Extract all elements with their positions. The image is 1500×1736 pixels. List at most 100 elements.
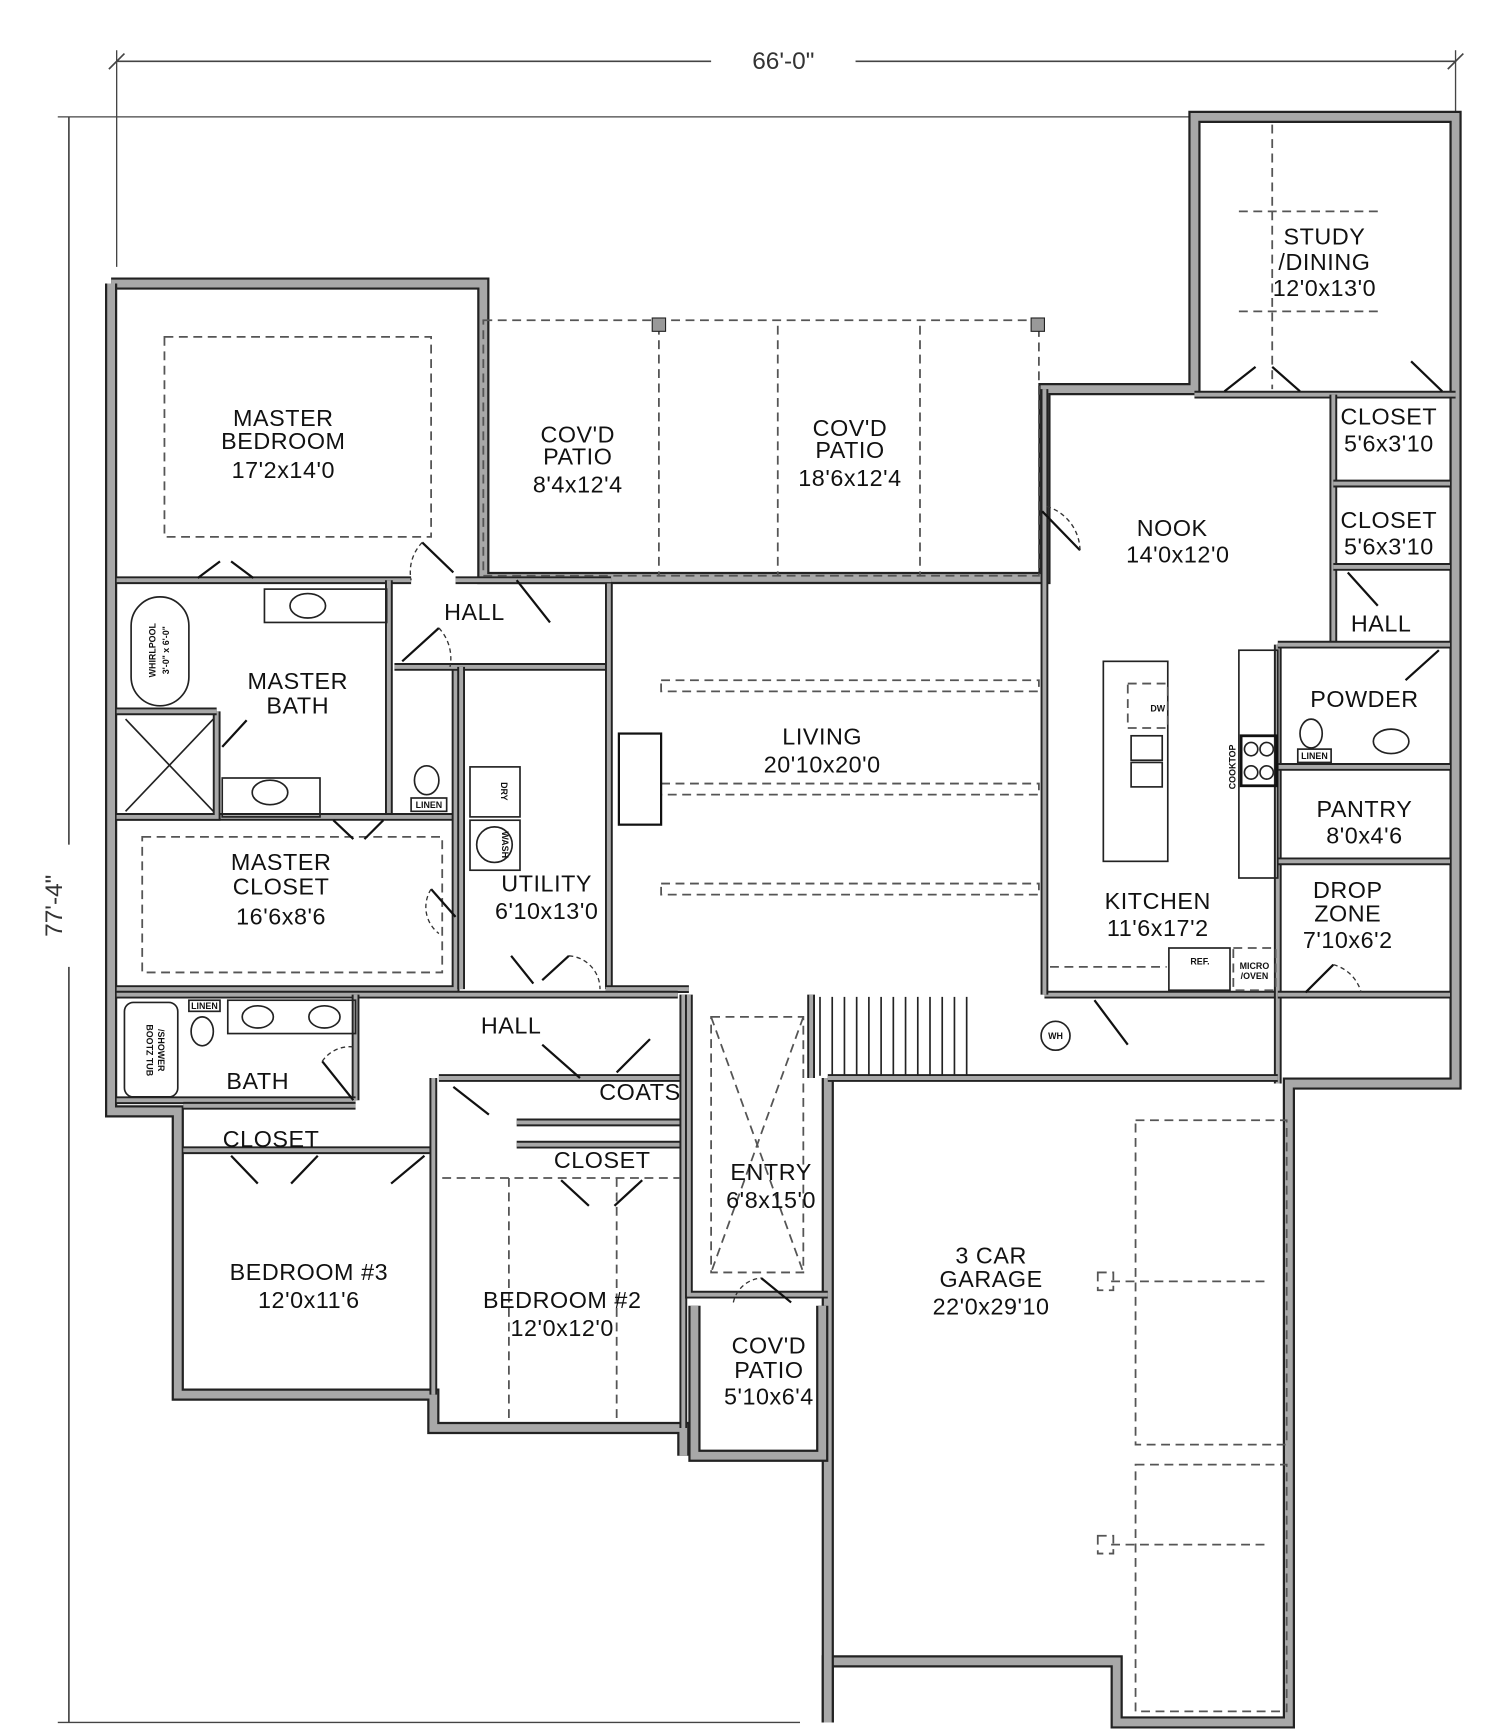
- svg-text:12'0x11'6: 12'0x11'6: [258, 1287, 360, 1313]
- svg-text:6'8x15'0: 6'8x15'0: [726, 1187, 816, 1213]
- svg-text:COV'D: COV'D: [813, 415, 888, 441]
- wh-label: WH: [1048, 1031, 1063, 1041]
- dimension-width: 66'-0": [108, 44, 1464, 267]
- svg-text:LIVING: LIVING: [782, 724, 862, 750]
- svg-text:MASTER: MASTER: [233, 405, 334, 431]
- wall-fill: [690, 1305, 827, 1460]
- svg-text:3 CAR: 3 CAR: [955, 1243, 1027, 1269]
- wash-label: WASH: [500, 831, 510, 858]
- svg-text:/DINING: /DINING: [1278, 249, 1370, 275]
- dw-label: DW: [1150, 703, 1165, 713]
- room-closet-b3: CLOSET: [223, 1126, 320, 1152]
- svg-text:17'2x14'0: 17'2x14'0: [232, 457, 335, 483]
- oven-label: /OVEN: [1241, 971, 1269, 981]
- svg-text:COV'D: COV'D: [540, 421, 615, 447]
- svg-text:18'6x12'4: 18'6x12'4: [798, 465, 901, 491]
- refrigerator: [1168, 947, 1231, 992]
- dry-label: DRY: [499, 782, 509, 800]
- svg-text:5'6x3'10: 5'6x3'10: [1344, 430, 1434, 456]
- microwave-oven: [1232, 947, 1277, 992]
- dishwasher: [1126, 682, 1169, 729]
- svg-text:22'0x29'10: 22'0x29'10: [933, 1294, 1050, 1320]
- room-closet-b2: CLOSET: [554, 1147, 651, 1173]
- svg-text:20'10x20'0: 20'10x20'0: [764, 751, 881, 777]
- svg-text:BATH: BATH: [266, 693, 329, 719]
- svg-text:CLOSET: CLOSET: [1341, 404, 1438, 430]
- sink-basin: [1130, 761, 1164, 788]
- tub-label-2: /SHOWER: [156, 1029, 166, 1072]
- walls: [105, 110, 1462, 1729]
- room-hall-top: HALL: [444, 599, 505, 625]
- svg-text:CLOSET: CLOSET: [1341, 507, 1438, 533]
- ref-label: REF.: [1190, 957, 1209, 967]
- whirlpool-size: 3'-0" x 6'-0": [161, 626, 171, 674]
- svg-text:14'0x12'0: 14'0x12'0: [1126, 541, 1229, 567]
- svg-text:DROP: DROP: [1313, 877, 1383, 903]
- wall: [116, 711, 221, 821]
- svg-text:7'10x6'2: 7'10x6'2: [1303, 927, 1393, 953]
- svg-text:PATIO: PATIO: [543, 444, 612, 470]
- svg-text:16'6x8'6: 16'6x8'6: [236, 904, 326, 930]
- micro-label: MICRO: [1240, 961, 1270, 971]
- svg-text:ENTRY: ENTRY: [730, 1159, 811, 1185]
- wall-fill: [116, 711, 219, 819]
- svg-text:NOOK: NOOK: [1137, 515, 1208, 541]
- wall: [685, 994, 828, 1299]
- counter: [1238, 649, 1279, 879]
- room-coats: COATS: [599, 1079, 680, 1105]
- whirlpool-label: WHIRLPOOL: [148, 623, 158, 678]
- svg-text:COV'D: COV'D: [732, 1333, 807, 1359]
- dimension-depth: 77'-4": [41, 116, 1195, 1724]
- svg-text:ZONE: ZONE: [1314, 900, 1381, 926]
- tub-label: BOOTZ TUB: [145, 1024, 155, 1076]
- svg-text:5'6x3'10: 5'6x3'10: [1344, 534, 1434, 560]
- svg-text:UTILITY: UTILITY: [501, 870, 592, 896]
- cooktop-label: COOKTOP: [1228, 744, 1238, 789]
- svg-text:8'4x12'4: 8'4x12'4: [533, 471, 623, 497]
- room-bedroom-3: BEDROOM #312'0x11'6: [230, 1259, 389, 1313]
- wall-fill: [107, 283, 688, 1456]
- svg-text:CLOSET: CLOSET: [233, 874, 330, 900]
- wall-fill: [116, 666, 458, 992]
- room-bedroom-2: BEDROOM #212'0x12'0: [483, 1287, 642, 1341]
- linen-label: LINEN: [1301, 751, 1328, 761]
- svg-text:6'10x13'0: 6'10x13'0: [495, 898, 598, 924]
- svg-text:BEDROOM #2: BEDROOM #2: [483, 1287, 642, 1313]
- depth-dimension-label: 77'-4": [41, 875, 68, 937]
- linen-label: LINEN: [416, 800, 443, 810]
- fireplace: [617, 732, 663, 826]
- room-hall-right: HALL: [1351, 610, 1412, 636]
- stairs: [819, 996, 968, 1076]
- room-bath: BATH: [226, 1068, 289, 1094]
- svg-text:MASTER: MASTER: [248, 668, 349, 694]
- svg-text:12'0x12'0: 12'0x12'0: [511, 1315, 614, 1341]
- svg-text:MASTER: MASTER: [231, 849, 332, 875]
- svg-text:STUDY: STUDY: [1284, 224, 1366, 250]
- wall-fill: [111, 113, 1460, 1727]
- svg-text:PATIO: PATIO: [734, 1357, 803, 1383]
- water-heater: [1040, 1020, 1071, 1052]
- svg-text:5'10x6'4: 5'10x6'4: [724, 1384, 814, 1410]
- svg-text:BEDROOM #3: BEDROOM #3: [230, 1259, 389, 1285]
- sink-basin: [1130, 734, 1164, 762]
- svg-text:12'0x13'0: 12'0x13'0: [1273, 275, 1376, 301]
- svg-text:PANTRY: PANTRY: [1317, 796, 1413, 822]
- fixtures: DW COOKTOP REF. MICRO /OVEN LINEN WHIRLP…: [123, 588, 1410, 1098]
